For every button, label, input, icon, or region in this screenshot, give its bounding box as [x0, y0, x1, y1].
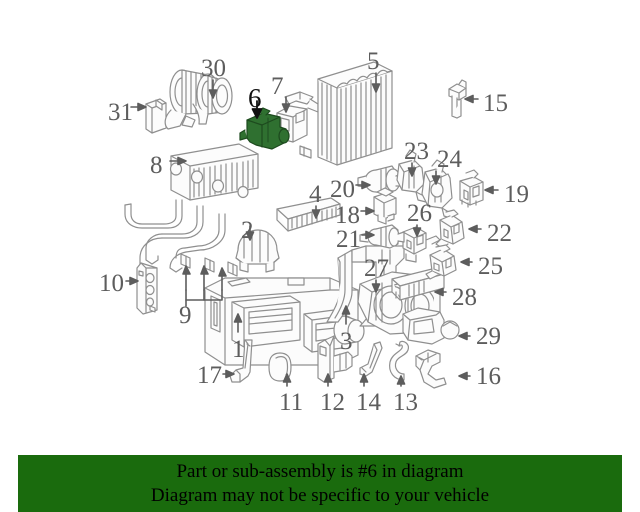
callout-arrow-6 — [251, 100, 263, 119]
callout-3: 3 — [340, 328, 353, 355]
part-12-shape — [317, 335, 353, 383]
callout-10: 10 — [99, 270, 124, 297]
callout-31: 31 — [108, 99, 133, 126]
callout-8: 8 — [150, 152, 163, 179]
callout-23: 23 — [404, 138, 429, 165]
callout-arrows — [125, 72, 499, 387]
callout-25: 25 — [478, 253, 503, 280]
exploded-parts-diagram — [124, 61, 499, 389]
callout-22: 22 — [487, 220, 512, 247]
part-15-shape — [448, 79, 467, 119]
callout-16: 16 — [476, 363, 501, 390]
callout-28: 28 — [452, 284, 477, 311]
callout-1: 1 — [232, 336, 245, 363]
callout-9: 9 — [179, 302, 192, 329]
callout-7: 7 — [271, 73, 284, 100]
part-23-shape — [396, 149, 427, 203]
part-4-shape — [276, 197, 341, 232]
callout-21: 21 — [336, 226, 361, 253]
part-2-shape — [235, 229, 280, 273]
part-10-shape — [136, 262, 158, 315]
evaporator-tube-shape — [299, 145, 312, 159]
part-30-shape — [164, 69, 233, 130]
callout-14: 14 — [356, 389, 381, 416]
part-17-shape — [229, 339, 253, 383]
callout-6: 6 — [248, 83, 262, 113]
callout-13: 13 — [393, 389, 418, 416]
callout-20: 20 — [330, 176, 355, 203]
banner-line-2: Diagram may not be specific to your vehi… — [150, 485, 490, 506]
part-1-shape — [204, 277, 365, 366]
part-8-shape — [169, 143, 259, 201]
part-31-shape — [145, 98, 167, 134]
callout-18: 18 — [335, 202, 360, 229]
part-18-shape — [373, 187, 397, 225]
part-19-shape — [459, 169, 484, 208]
callout-12: 12 — [320, 389, 345, 416]
part-notice-banner: Part or sub-assembly is #6 in diagram Di… — [18, 455, 622, 512]
callout-30: 30 — [201, 55, 226, 82]
callout-2: 2 — [241, 217, 254, 244]
banner-line-1: Part or sub-assembly is #6 in diagram — [176, 461, 464, 482]
callout-24: 24 — [437, 146, 462, 173]
part-13-shape — [389, 340, 409, 381]
part-14-shape — [359, 341, 383, 377]
callout-19: 19 — [504, 181, 529, 208]
part-6-highlighted-shape — [239, 107, 290, 150]
part-5-shape — [317, 61, 393, 166]
part-9-pipes-shape — [124, 199, 238, 277]
callout-11: 11 — [279, 389, 304, 416]
part-29-shape — [402, 307, 460, 345]
bracket-shape-a — [284, 91, 319, 113]
callout-27: 27 — [364, 255, 389, 282]
callout-17: 17 — [197, 362, 222, 389]
part-22-shape — [435, 209, 465, 249]
part-26-shape — [402, 226, 441, 263]
callout-29: 29 — [476, 323, 501, 350]
callout-26: 26 — [407, 200, 432, 227]
callout-4: 4 — [309, 181, 322, 208]
part-16-shape — [415, 349, 447, 389]
callout-15: 15 — [483, 90, 508, 117]
part-25-shape — [425, 244, 457, 280]
callout-5: 5 — [367, 48, 380, 75]
